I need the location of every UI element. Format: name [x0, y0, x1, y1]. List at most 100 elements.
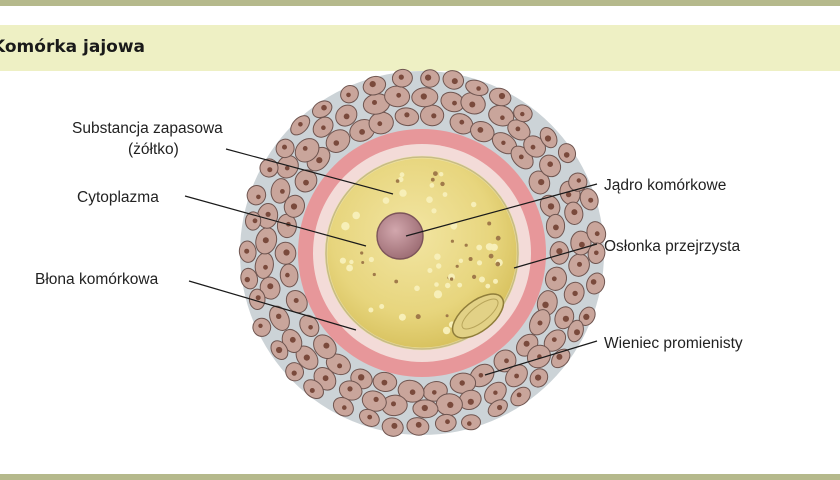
corona-cell-nucleus	[445, 419, 450, 425]
yolk-granule	[433, 171, 438, 177]
corona-cell-nucleus	[343, 113, 350, 120]
corona-cell-nucleus	[500, 115, 505, 120]
yolk-granule	[488, 253, 494, 259]
corona-cell-nucleus	[276, 313, 282, 319]
yolk-granule	[439, 172, 444, 177]
yolk-granule	[485, 283, 491, 289]
yolk-granule	[361, 261, 365, 264]
corona-cell-nucleus	[252, 218, 258, 224]
corona-cell-nucleus	[551, 276, 557, 282]
yolk-granule	[476, 244, 483, 251]
corona-cell-nucleus	[367, 414, 373, 420]
corona-cell-nucleus	[579, 241, 585, 248]
yolk-granule	[450, 239, 454, 243]
corona-cell-nucleus	[553, 224, 559, 231]
corona-cell-nucleus	[369, 81, 376, 88]
corona-cell-nucleus	[323, 342, 330, 349]
corona-cell-nucleus	[518, 154, 524, 160]
corona-cell-nucleus	[409, 389, 416, 396]
yolk-granule	[434, 253, 441, 260]
yolk-granule	[430, 177, 435, 182]
corona-cell-nucleus	[308, 325, 313, 330]
corona-cell-nucleus	[574, 329, 580, 336]
yolk-granule	[433, 290, 443, 299]
corona-cell	[488, 104, 515, 127]
yolk-granule	[382, 197, 390, 204]
corona-cell-nucleus	[316, 157, 323, 164]
yolk-granule	[399, 172, 405, 178]
corona-cell-nucleus	[563, 152, 570, 158]
corona-cell-nucleus	[542, 301, 549, 308]
label-corona-radiata: Wieniec promienisty	[604, 335, 743, 352]
yolk-granule	[429, 183, 435, 188]
leader-yolk	[225, 148, 394, 195]
yolk-granule	[495, 235, 501, 241]
yolk-granule	[372, 272, 376, 277]
corona-cell-nucleus	[267, 283, 274, 290]
page-title: Komórka jajowa	[0, 37, 146, 57]
yolk-granule	[457, 282, 463, 288]
corona-cell-nucleus	[398, 74, 404, 80]
corona-cell-nucleus	[476, 86, 481, 91]
corona-cell-nucleus	[381, 379, 388, 386]
yolk-granule	[394, 279, 399, 284]
corona-cell-nucleus	[404, 112, 410, 118]
corona-cell-nucleus	[571, 209, 578, 216]
corona-cell-nucleus	[377, 121, 383, 127]
corona-cell-nucleus	[501, 140, 506, 145]
yolk-granule	[464, 243, 468, 247]
yolk-granule	[493, 278, 498, 284]
corona-cell-nucleus	[530, 144, 536, 150]
yolk-granule	[471, 201, 477, 208]
corona-cell-nucleus	[556, 353, 563, 360]
corona-cell-nucleus	[467, 398, 474, 405]
yolk-granule	[349, 259, 354, 265]
corona-cell-nucleus	[594, 231, 600, 237]
corona-cell-nucleus	[263, 264, 268, 270]
corona-cell-nucleus	[421, 404, 428, 412]
corona-cell-nucleus	[285, 272, 290, 278]
corona-cell-nucleus	[258, 323, 263, 328]
corona-cell-nucleus	[346, 92, 351, 98]
yolk-granule	[436, 263, 442, 269]
corona-cell-nucleus	[477, 126, 484, 133]
yolk-granule	[431, 208, 437, 214]
corona-cell-nucleus	[493, 390, 498, 395]
yolk-granule	[479, 276, 485, 283]
corona-cell-nucleus	[459, 380, 465, 386]
leader-lines	[184, 148, 598, 376]
yolk-granule	[442, 192, 448, 197]
corona-cell-nucleus	[420, 93, 427, 100]
leader-corona	[484, 340, 598, 376]
yolk-granule	[455, 264, 459, 268]
bottom-border-bar	[0, 474, 840, 480]
corona-cell-nucleus	[447, 401, 454, 408]
yolk-granule	[427, 268, 433, 273]
corona-cell-nucleus	[451, 78, 458, 85]
yolk-granule	[398, 313, 406, 321]
yolk-granule	[395, 179, 400, 183]
yolk-granule	[368, 307, 374, 313]
yolk-granule	[468, 257, 473, 261]
corona-cell-nucleus	[284, 165, 290, 171]
corona-cell-nucleus	[469, 101, 476, 108]
corona-cell-nucleus	[321, 104, 327, 111]
leader-nucleus	[405, 183, 598, 237]
corona-cell-nucleus	[291, 370, 297, 376]
yolk-granule	[490, 243, 498, 251]
corona-cell-nucleus	[523, 340, 530, 347]
yolk-granule	[339, 257, 346, 264]
corona-cell-nucleus	[562, 315, 570, 322]
yolk-granule	[495, 261, 501, 267]
yolk-granule	[450, 222, 458, 230]
corona-cell-nucleus	[576, 178, 581, 183]
corona-cell-nucleus	[309, 388, 315, 393]
corona-cell-nucleus	[293, 298, 299, 303]
corona-cell-nucleus	[321, 125, 326, 130]
yolk-granule	[445, 314, 449, 318]
corona-cell-nucleus	[256, 194, 261, 200]
yolk-granule	[440, 181, 445, 187]
yolk-granule	[346, 264, 353, 272]
corona-cell-nucleus	[265, 211, 271, 217]
